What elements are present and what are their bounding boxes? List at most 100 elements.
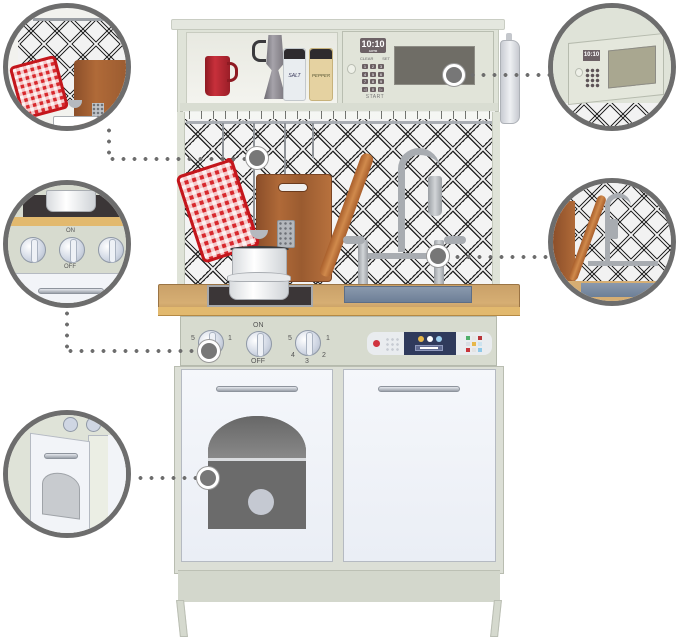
mini-oven-handle	[44, 453, 78, 459]
paper-towel-holder	[500, 40, 520, 124]
indicator-yellow-icon	[418, 336, 424, 342]
hotspot-marker[interactable]	[443, 64, 465, 86]
mini-knob-icon	[63, 417, 78, 432]
power-indicator-icon[interactable]	[373, 340, 380, 347]
key-right[interactable]: ▷	[378, 86, 384, 92]
stove-knob-right[interactable]	[295, 330, 321, 356]
key-5[interactable]: 5	[370, 71, 376, 77]
key-3[interactable]: 3	[378, 64, 384, 69]
pepper-jar-label: PEPPER	[311, 73, 331, 78]
microwave-keypad: 1 2 3 4 5 6 7 8 9 ◁ 0 ▷	[362, 64, 384, 92]
saucepan-lid	[227, 272, 291, 282]
callout-oven	[3, 410, 131, 538]
key-left[interactable]: ◁	[362, 86, 368, 92]
mini-rail	[33, 18, 123, 21]
hotspot-marker[interactable]	[427, 245, 449, 267]
microwave-start-label: START	[365, 94, 385, 100]
mini-microwave-keypad	[585, 68, 600, 88]
oven-door-handle[interactable]	[216, 386, 298, 392]
knob-middle-off-label: OFF	[251, 358, 265, 365]
faucet-handle-left[interactable]	[343, 236, 365, 244]
hotspot-marker[interactable]	[246, 147, 268, 169]
pepper-jar: PEPPER	[309, 48, 333, 101]
connector-dots	[467, 73, 549, 77]
key-8[interactable]: 8	[370, 79, 376, 84]
mini-microwave-knob	[575, 68, 583, 77]
salt-jar-label: SALT	[288, 73, 301, 79]
hotspot-marker[interactable]	[197, 467, 219, 489]
connector-dots	[452, 255, 548, 259]
microwave-door-knob[interactable]	[347, 64, 356, 74]
shelf-pattern-strip	[183, 111, 495, 119]
mini-backsplash	[558, 103, 671, 126]
connector-dots	[65, 308, 69, 350]
mini-faucet-spout	[609, 219, 618, 239]
mini-cutting-board	[553, 201, 575, 281]
faucet-handle-right[interactable]	[444, 236, 466, 244]
swatch-icon	[466, 342, 470, 346]
key-2[interactable]: 2	[370, 64, 376, 69]
mini-ladle	[68, 100, 82, 108]
mini-side-panel	[108, 435, 126, 533]
key-0[interactable]: 0	[370, 86, 376, 92]
mini-sink	[581, 283, 671, 297]
swatch-icon	[472, 348, 476, 352]
red-mug-handle	[227, 62, 238, 82]
oven-rack	[208, 458, 306, 461]
right-leg	[490, 600, 502, 637]
hook-icon	[312, 123, 314, 158]
plinth	[178, 570, 500, 602]
hotspot-marker[interactable]	[198, 340, 220, 362]
cabinet-door-handle[interactable]	[378, 386, 460, 392]
connector-dots	[107, 157, 247, 161]
moka-pot	[264, 35, 286, 99]
key-4[interactable]: 4	[362, 71, 368, 77]
red-mug	[205, 56, 230, 96]
mini-pot	[46, 190, 96, 212]
mini-faucet-bar	[588, 261, 658, 266]
faucet-bar	[361, 253, 443, 259]
swatch-icon	[472, 342, 476, 346]
callout-stove-knobs: ON OFF	[3, 180, 131, 308]
swatch-icon	[466, 336, 470, 340]
mini-pot	[53, 116, 98, 126]
faucet-spout	[428, 176, 442, 216]
mini-faucet-neck	[605, 193, 631, 263]
countertop-edge	[158, 307, 520, 316]
callout-faucet	[548, 178, 676, 306]
microwave-display: 10:10 AUTO	[360, 38, 386, 53]
utensil-rail	[186, 121, 492, 124]
stove-knob-middle[interactable]	[246, 331, 272, 357]
swatch-icon	[478, 348, 482, 352]
mini-knob-icon	[98, 237, 124, 263]
mini-microwave-window	[608, 45, 656, 89]
hook-icon	[284, 123, 286, 221]
left-leg	[176, 600, 188, 637]
connector-dots	[65, 349, 200, 353]
key-1[interactable]: 1	[362, 64, 368, 69]
callout-microwave: 10:10	[548, 3, 676, 131]
hook-icon	[222, 123, 224, 163]
knob-right-label-4: 4	[291, 352, 295, 359]
key-7[interactable]: 7	[362, 79, 368, 84]
moka-pot-handle	[252, 40, 266, 62]
salt-jar: SALT	[283, 48, 306, 101]
knob-right-label-2: 2	[322, 352, 326, 359]
faucet-post-left	[358, 240, 368, 288]
key-9[interactable]: 9	[378, 79, 384, 84]
knob-left-label-1: 1	[228, 335, 232, 342]
faucet-neck	[398, 148, 440, 252]
knob-left-label-5: 5	[191, 335, 195, 342]
oven-inner-dial	[248, 489, 274, 515]
callout-utensil-rail	[3, 3, 131, 131]
swatch-icon	[478, 336, 482, 340]
key-6[interactable]: 6	[378, 71, 384, 77]
mini-off-label: OFF	[64, 264, 76, 270]
sink	[344, 286, 472, 303]
cabinet-door[interactable]	[343, 369, 496, 562]
swatch-icon	[472, 336, 476, 340]
mini-knob-icon	[86, 417, 101, 432]
cutting-board-hole	[278, 183, 308, 192]
mini-oven-handle	[38, 288, 104, 294]
